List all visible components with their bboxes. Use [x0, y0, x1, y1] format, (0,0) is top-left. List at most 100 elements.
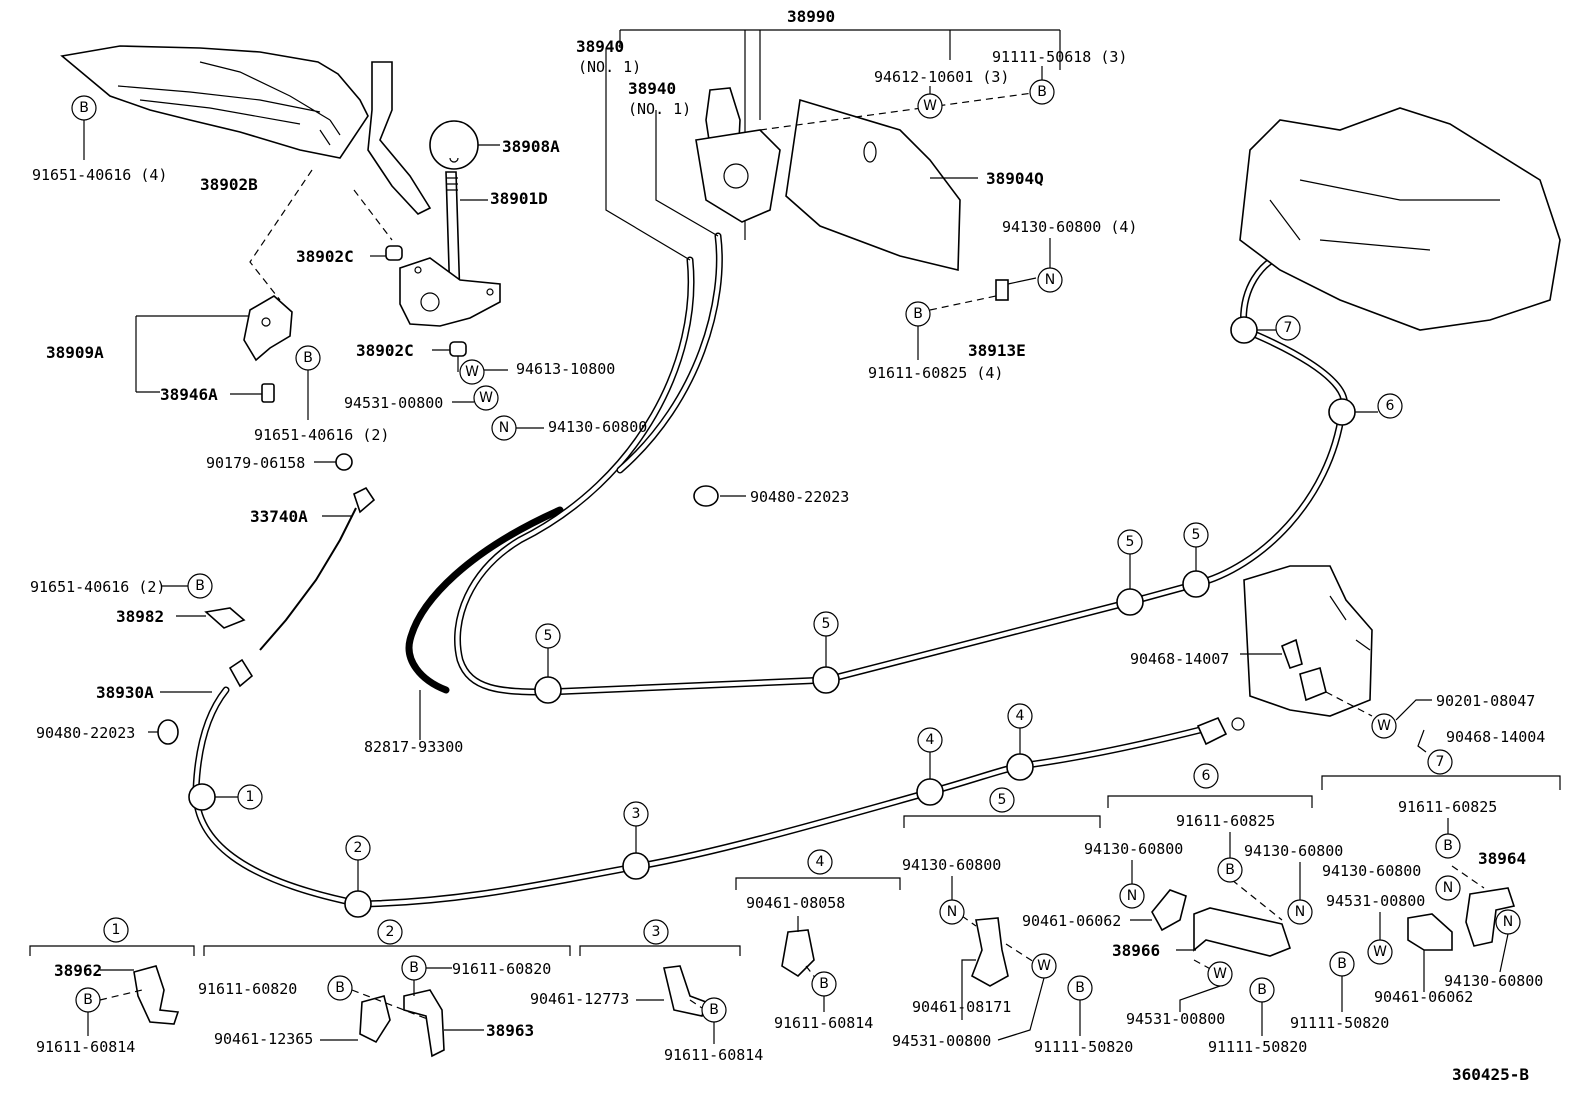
- bushing-38902c-bottom: [432, 341, 467, 372]
- cable-node-7: [1230, 316, 1258, 344]
- shift-knob-38908a: [429, 120, 500, 170]
- clamp-38962: [99, 965, 180, 1025]
- cable-node-5b: [812, 666, 840, 694]
- label-g5-91111-50820: 91111-50820: [1034, 1038, 1133, 1056]
- nut-symbol-94130-4: N: [1045, 272, 1055, 288]
- bolt-symbol-91651-40616-4: B: [79, 100, 89, 116]
- label-94531-00800-top: 94531-00800: [344, 394, 443, 412]
- cable-node-2: [344, 890, 372, 918]
- label-38902b: 38902B: [200, 175, 258, 194]
- stopper-38946a: [230, 383, 275, 403]
- washer-symbol-g5: W: [1037, 958, 1051, 974]
- cable-node-5d: [1182, 570, 1210, 598]
- label-g7-94130-60800-a: 94130-60800: [1322, 862, 1421, 880]
- marker-5b: 5: [822, 616, 831, 632]
- shift-lever-38901d: [399, 171, 501, 327]
- label-91111-50618: 91111-50618 (3): [992, 48, 1127, 66]
- washer-symbol-90201: W: [1377, 718, 1391, 734]
- group-marker-4: 4: [816, 854, 825, 870]
- marker-1: 1: [246, 789, 255, 805]
- label-38909a: 38909A: [46, 343, 104, 362]
- protector-82817-93300: [405, 506, 564, 740]
- cable-node-4a: [916, 778, 944, 806]
- label-38940-b: 38940: [628, 79, 676, 98]
- bolt-symbol-g5: B: [1075, 980, 1085, 996]
- label-38940-a: 38940: [576, 37, 624, 56]
- marker-labels: 1 2 3 4 4 5 5 5 5 6 7 1 2 3 4 5 6 7: [103, 315, 1453, 945]
- bolt-symbol-g4: B: [819, 976, 829, 992]
- label-94612-10601: 94612-10601 (3): [874, 68, 1009, 86]
- label-38930a: 38930A: [96, 683, 154, 702]
- label-g6-91611-60825: 91611-60825: [1176, 812, 1275, 830]
- clamp-90461-08171: [961, 915, 1035, 1020]
- washer-symbol-94613: W: [465, 364, 479, 380]
- group-marker-7: 7: [1436, 754, 1445, 770]
- nut-symbol-g6-b: N: [1295, 904, 1305, 920]
- marker-5d: 5: [1192, 527, 1201, 543]
- nut-symbol-g6-a: N: [1127, 888, 1137, 904]
- lever-unit-38940: [605, 48, 781, 261]
- label-38946a: 38946A: [160, 385, 218, 404]
- group-bracket-4: [735, 877, 901, 890]
- label-g7-91111-50820: 91111-50820: [1290, 1014, 1389, 1032]
- cable-node-6: [1328, 398, 1356, 426]
- group-bracket-6: [1107, 795, 1313, 808]
- label-g7-94531-00800: 94531-00800: [1326, 892, 1425, 910]
- bolt-symbol-g6-a: B: [1225, 862, 1235, 878]
- group-marker-2: 2: [386, 924, 395, 940]
- nut-symbol-g5: N: [947, 904, 957, 920]
- bracket-housing: [1240, 565, 1432, 753]
- label-g6-38966: 38966: [1112, 941, 1160, 960]
- label-91651-40616-2b: 91651-40616 (2): [30, 578, 165, 596]
- grommet-90480-22023-mid: [693, 485, 746, 507]
- marker-4a: 4: [926, 732, 935, 748]
- label-g3-91611-60814: 91611-60814: [664, 1046, 763, 1064]
- label-90480-22023-left: 90480-22023: [36, 724, 135, 742]
- washer-symbol-94612: W: [923, 98, 937, 114]
- label-g7-91611-60825: 91611-60825: [1398, 798, 1497, 816]
- nut-symbol-94130-top: N: [499, 420, 509, 436]
- clamp-90461-12773: [636, 965, 707, 1017]
- clip-38982: [176, 607, 246, 629]
- label-38982: 38982: [116, 607, 164, 626]
- nut-90179-06158: [314, 453, 353, 471]
- bracket-38964: [1451, 865, 1516, 947]
- cable-node-3: [622, 852, 650, 880]
- clamp-90461-08058: [781, 916, 821, 985]
- part-labels: 38940 (NO. 1) 38940 (NO. 1) 94612-10601 …: [30, 37, 1545, 1084]
- label-g6-91111-50820: 91111-50820: [1208, 1038, 1307, 1056]
- bolt-symbol-91651-40616-2: B: [303, 350, 313, 366]
- group-bracket-2: [203, 945, 571, 956]
- label-g7-94130-60800-b: 94130-60800: [1444, 972, 1543, 990]
- cable-node-5a: [534, 676, 562, 704]
- bolt-symbol-91651-40616-2b: B: [195, 578, 205, 594]
- group-bracket-5: [903, 815, 1101, 828]
- label-38902c-top: 38902C: [296, 247, 354, 266]
- bolt-symbol-g6-b: B: [1257, 982, 1267, 998]
- group-bracket-3: [579, 945, 741, 956]
- label-38904q: 38904Q: [986, 169, 1044, 188]
- marker-7: 7: [1284, 320, 1293, 336]
- bolt-symbol-g7-b: B: [1337, 956, 1347, 972]
- label-91651-40616-4: 91651-40616 (4): [32, 166, 167, 184]
- nut-symbol-g7-a: N: [1443, 880, 1453, 896]
- nut-38913e: [929, 277, 1037, 311]
- clamp-38963: [351, 989, 484, 1058]
- group-bracket-1: [29, 945, 195, 956]
- label-g7-38964: 38964: [1478, 849, 1526, 868]
- clamp-90461-06062-g7: [1407, 913, 1453, 992]
- label-33740a: 33740A: [250, 507, 308, 526]
- nut-symbol-g7-b: N: [1503, 914, 1513, 930]
- group-bracket-7: [1321, 775, 1561, 790]
- bolt-symbol-g1: B: [83, 992, 93, 1008]
- group-marker-6: 6: [1202, 768, 1211, 784]
- clamp-90461-06062-g6: [1130, 889, 1187, 932]
- bracket-38909a: [135, 295, 293, 393]
- label-g4-91611-60814: 91611-60814: [774, 1014, 873, 1032]
- bolt-symbol-g7-a: B: [1443, 838, 1453, 854]
- marker-3: 3: [632, 806, 641, 822]
- transmission-outline: [1239, 107, 1561, 331]
- diagram-id: 360425-B: [1452, 1065, 1529, 1084]
- washer-symbol-g7: W: [1373, 944, 1387, 960]
